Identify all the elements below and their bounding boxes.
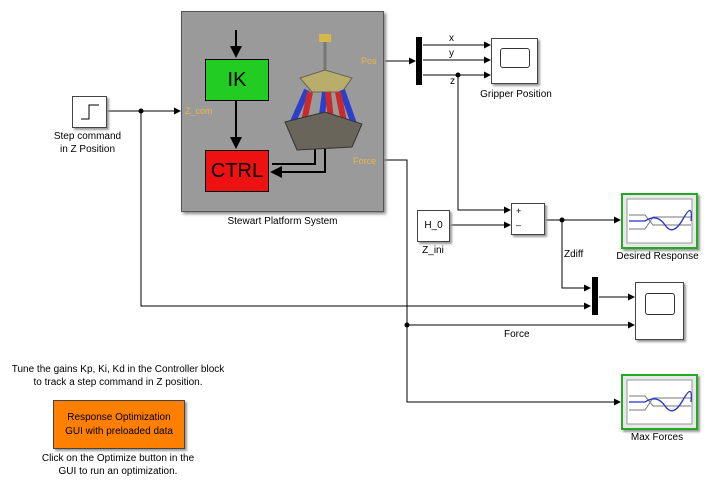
port-force: Force [353,156,377,166]
desired-response-block[interactable] [621,193,698,249]
wire-z-to-sum [457,75,511,214]
optimize-note: Click on the Optimize button in the GUI … [41,453,195,477]
signal-label-y: y [449,48,454,59]
wire-force-to-maxforces [383,159,621,406]
subsystem-internal-arrows [230,30,363,178]
h0-constant-block[interactable]: H_0 [417,210,450,242]
max-forces-block[interactable] [621,374,698,430]
h0-caption: Z_ini [422,245,444,256]
instruction-note: Tune the gains Kp, Ki, Kd in the Control… [11,364,225,388]
scope-block[interactable] [635,282,684,340]
signal-label-z: z [450,76,455,87]
force-signal-label: Force [504,329,530,340]
stewart-platform-icon [284,34,363,151]
step-block[interactable] [72,96,107,128]
zdiff-label: Zdiff [564,249,584,260]
response-plot-icon [626,379,693,425]
ik-block[interactable]: IK [205,59,269,101]
desired-response-caption: Desired Response [616,251,699,262]
mux-block[interactable] [592,277,598,315]
response-optimization-button[interactable]: Response Optimization GUI with preloaded… [53,400,185,449]
wire-step-to-zdiff-mux [140,111,591,310]
scope-screen-icon [645,293,675,315]
sum-minus: – [516,220,522,230]
port-z-com: Z_com [185,106,213,116]
port-pos: Pos [361,56,377,66]
sum-block[interactable]: + – [511,203,545,235]
sum-plus: + [516,206,522,216]
gripper-position-scope[interactable] [491,38,538,84]
step-icon [81,104,99,120]
gripper-scope-caption: Gripper Position [480,89,552,100]
scope-screen-icon [500,48,530,68]
subsystem-caption: Stewart Platform System [227,216,338,227]
max-forces-caption: Max Forces [630,432,684,443]
stewart-platform-subsystem[interactable]: IK CTRL Z_com Pos Force [181,11,384,212]
wire-zdiff [561,220,591,292]
step-caption: Step command in Z Position [53,131,122,155]
response-plot-icon [626,198,693,244]
ctrl-block[interactable]: CTRL [205,150,269,192]
demux-block[interactable] [416,37,422,85]
signal-label-x: x [449,33,454,44]
